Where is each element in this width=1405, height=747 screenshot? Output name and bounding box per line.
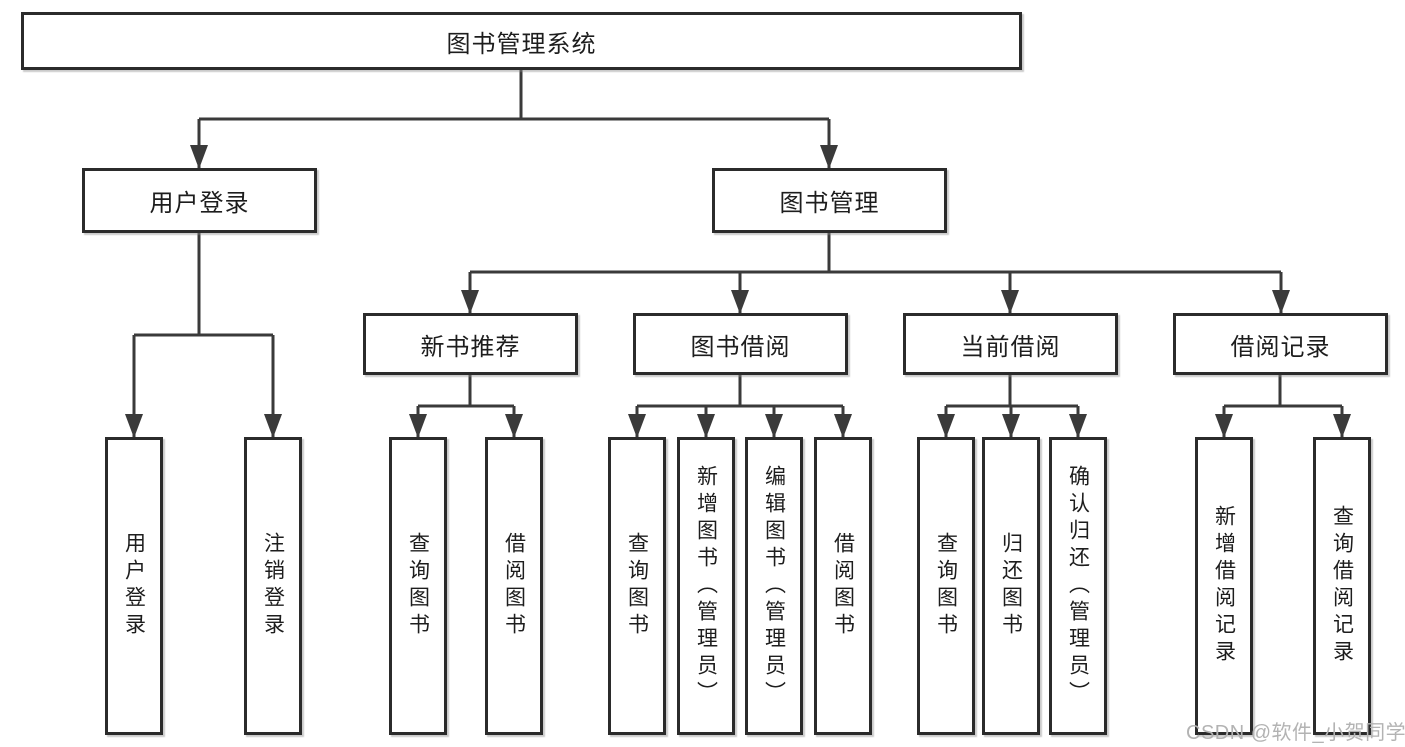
leaf-borrow-books-1: 借阅图书 — [485, 437, 543, 735]
leaf-borrow-books-1-label: 借阅图书 — [502, 532, 526, 640]
leaf-query-borrow-record: 查询借阅记录 — [1313, 437, 1371, 735]
leaf-confirm-return-admin: 确认归还（管理员） — [1049, 437, 1107, 735]
node-book-management: 图书管理 — [712, 168, 947, 233]
leaf-query-books-1-label: 查询图书 — [406, 532, 430, 640]
leaf-borrow-books-2-label: 借阅图书 — [831, 532, 855, 640]
leaf-query-books-3-label: 查询图书 — [934, 532, 958, 640]
leaf-add-borrow-record: 新增借阅记录 — [1195, 437, 1253, 735]
node-book-borrow-label: 图书借阅 — [690, 333, 791, 361]
node-user-login-label: 用户登录 — [149, 190, 250, 217]
leaf-query-books-3: 查询图书 — [917, 437, 975, 735]
node-new-book-recommend: 新书推荐 — [363, 313, 578, 375]
leaf-logout-label: 注销登录 — [261, 532, 285, 640]
node-root-label: 图书管理系统 — [446, 30, 597, 58]
leaf-user-login-label: 用户登录 — [122, 532, 146, 640]
leaf-add-borrow-record-label: 新增借阅记录 — [1212, 505, 1236, 667]
leaf-add-book-admin-label: 新增图书（管理员） — [694, 464, 718, 708]
leaf-return-books: 归还图书 — [982, 437, 1040, 735]
leaf-user-login: 用户登录 — [105, 437, 163, 735]
node-borrow-records: 借阅记录 — [1173, 313, 1388, 375]
node-borrow-records-label: 借阅记录 — [1230, 333, 1331, 361]
node-root: 图书管理系统 — [21, 12, 1022, 70]
leaf-add-book-admin: 新增图书（管理员） — [677, 437, 735, 735]
leaf-return-books-label: 归还图书 — [999, 532, 1023, 640]
leaf-query-books-2: 查询图书 — [608, 437, 666, 735]
leaf-query-books-1: 查询图书 — [389, 437, 447, 735]
leaf-edit-book-admin: 编辑图书（管理员） — [745, 437, 803, 735]
node-current-borrow: 当前借阅 — [903, 313, 1118, 375]
leaf-edit-book-admin-label: 编辑图书（管理员） — [762, 464, 786, 708]
leaf-confirm-return-admin-label: 确认归还（管理员） — [1066, 464, 1090, 708]
node-book-management-label: 图书管理 — [779, 190, 880, 217]
node-new-book-recommend-label: 新书推荐 — [420, 333, 521, 361]
node-current-borrow-label: 当前借阅 — [960, 333, 1061, 361]
leaf-logout: 注销登录 — [244, 437, 302, 735]
leaf-query-borrow-record-label: 查询借阅记录 — [1330, 505, 1354, 667]
leaf-borrow-books-2: 借阅图书 — [814, 437, 872, 735]
node-book-borrow: 图书借阅 — [633, 313, 848, 375]
csdn-watermark: CSDN @软件_小贺同学 — [1186, 722, 1405, 744]
node-user-login: 用户登录 — [82, 168, 317, 233]
leaf-query-books-2-label: 查询图书 — [625, 532, 649, 640]
